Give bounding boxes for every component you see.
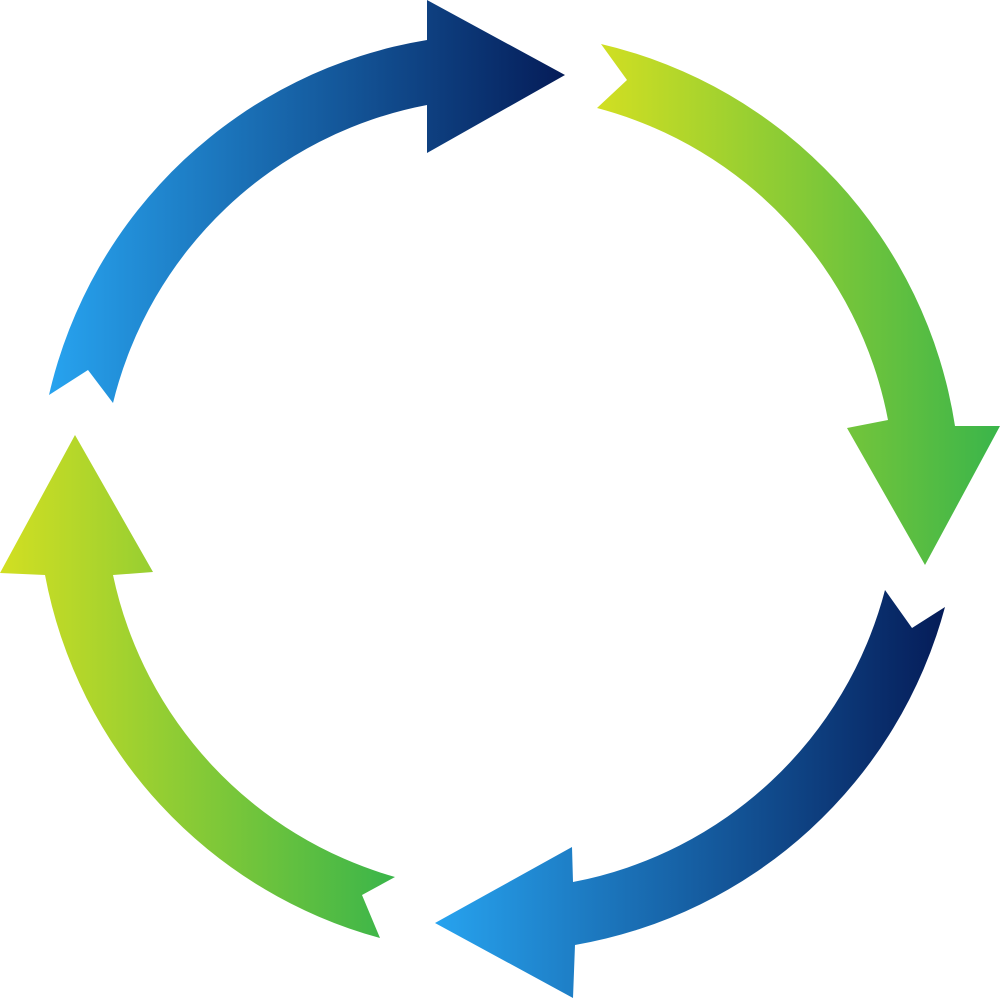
arrow-top-right bbox=[597, 44, 1000, 565]
arrow-top-left bbox=[49, 0, 565, 403]
arrow-bottom-left bbox=[0, 435, 395, 938]
arrow-bottom-right bbox=[435, 590, 945, 998]
